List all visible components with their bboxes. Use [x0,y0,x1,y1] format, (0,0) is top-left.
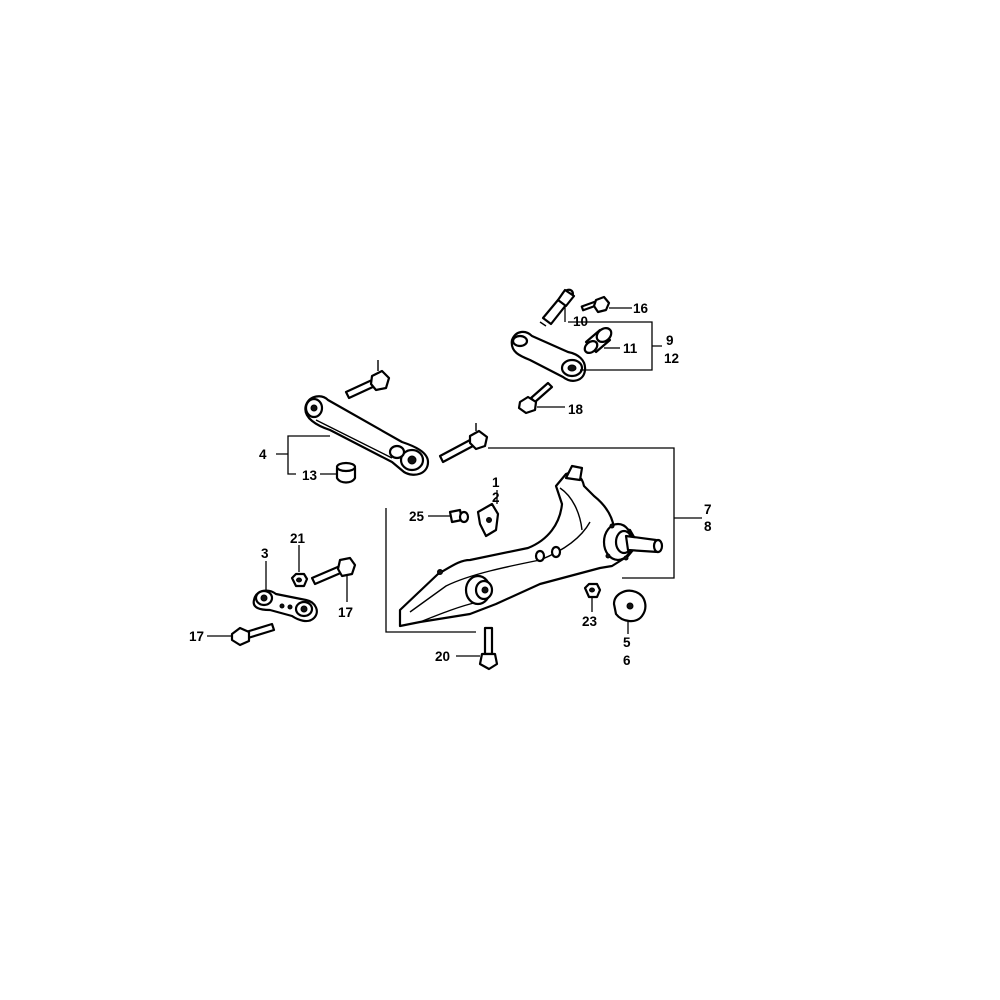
callout-20: 20 [435,649,450,664]
callout-12: 12 [664,351,679,366]
callout-23: 23 [582,614,598,629]
bushing-11 [583,327,613,355]
bolt-20 [478,626,499,671]
callout-25: 25 [409,509,425,524]
callout-4: 4 [259,447,267,462]
upper-arm-bolt-right [438,423,489,464]
flange-bolt-16 [580,295,611,314]
upper-arm [304,395,430,476]
bolt-25 [448,508,470,524]
callout-1: 1 [492,475,500,490]
callout-7: 7 [704,502,712,517]
hub-cap-5-6 [612,589,647,623]
callout-16: 16 [633,301,649,316]
callout-17a: 17 [338,605,353,620]
bracket-9-12 [568,321,662,371]
nut-23 [583,582,602,599]
bushing-13 [335,461,357,484]
callout-8: 8 [704,519,712,534]
bracket-7-8 [385,447,702,633]
lower-arm-link [252,589,318,623]
lower-arm-group: 3 21 17 17 [189,531,357,647]
bolt-17-lower [230,622,276,647]
bolt-17-upper [310,556,357,586]
compensator-arm [510,330,587,382]
bushing-10 [539,288,576,327]
callout-21: 21 [290,531,306,546]
callout-18: 18 [568,402,584,417]
nut-21 [290,572,309,588]
callout-9: 9 [666,333,674,348]
flange-bolt-18 [517,381,554,415]
callout-2: 2 [492,490,500,505]
upper-arm-bolt-top [344,360,391,400]
bracket-4 [276,435,330,475]
callout-17b: 17 [189,629,204,644]
callout-13: 13 [302,468,318,483]
compensator-arm-group: 16 10 11 9 12 18 [510,288,679,417]
trailing-arm [398,464,664,628]
callout-3: 3 [261,546,269,561]
bracket-1-2 [476,502,500,538]
upper-arm-group: 4 13 [259,360,489,484]
trailing-arm-group: 1 2 25 7 8 23 5 6 20 [385,447,712,671]
callout-11: 11 [623,341,638,356]
callout-6: 6 [623,653,631,668]
callout-5: 5 [623,635,631,650]
callout-10: 10 [573,314,588,329]
